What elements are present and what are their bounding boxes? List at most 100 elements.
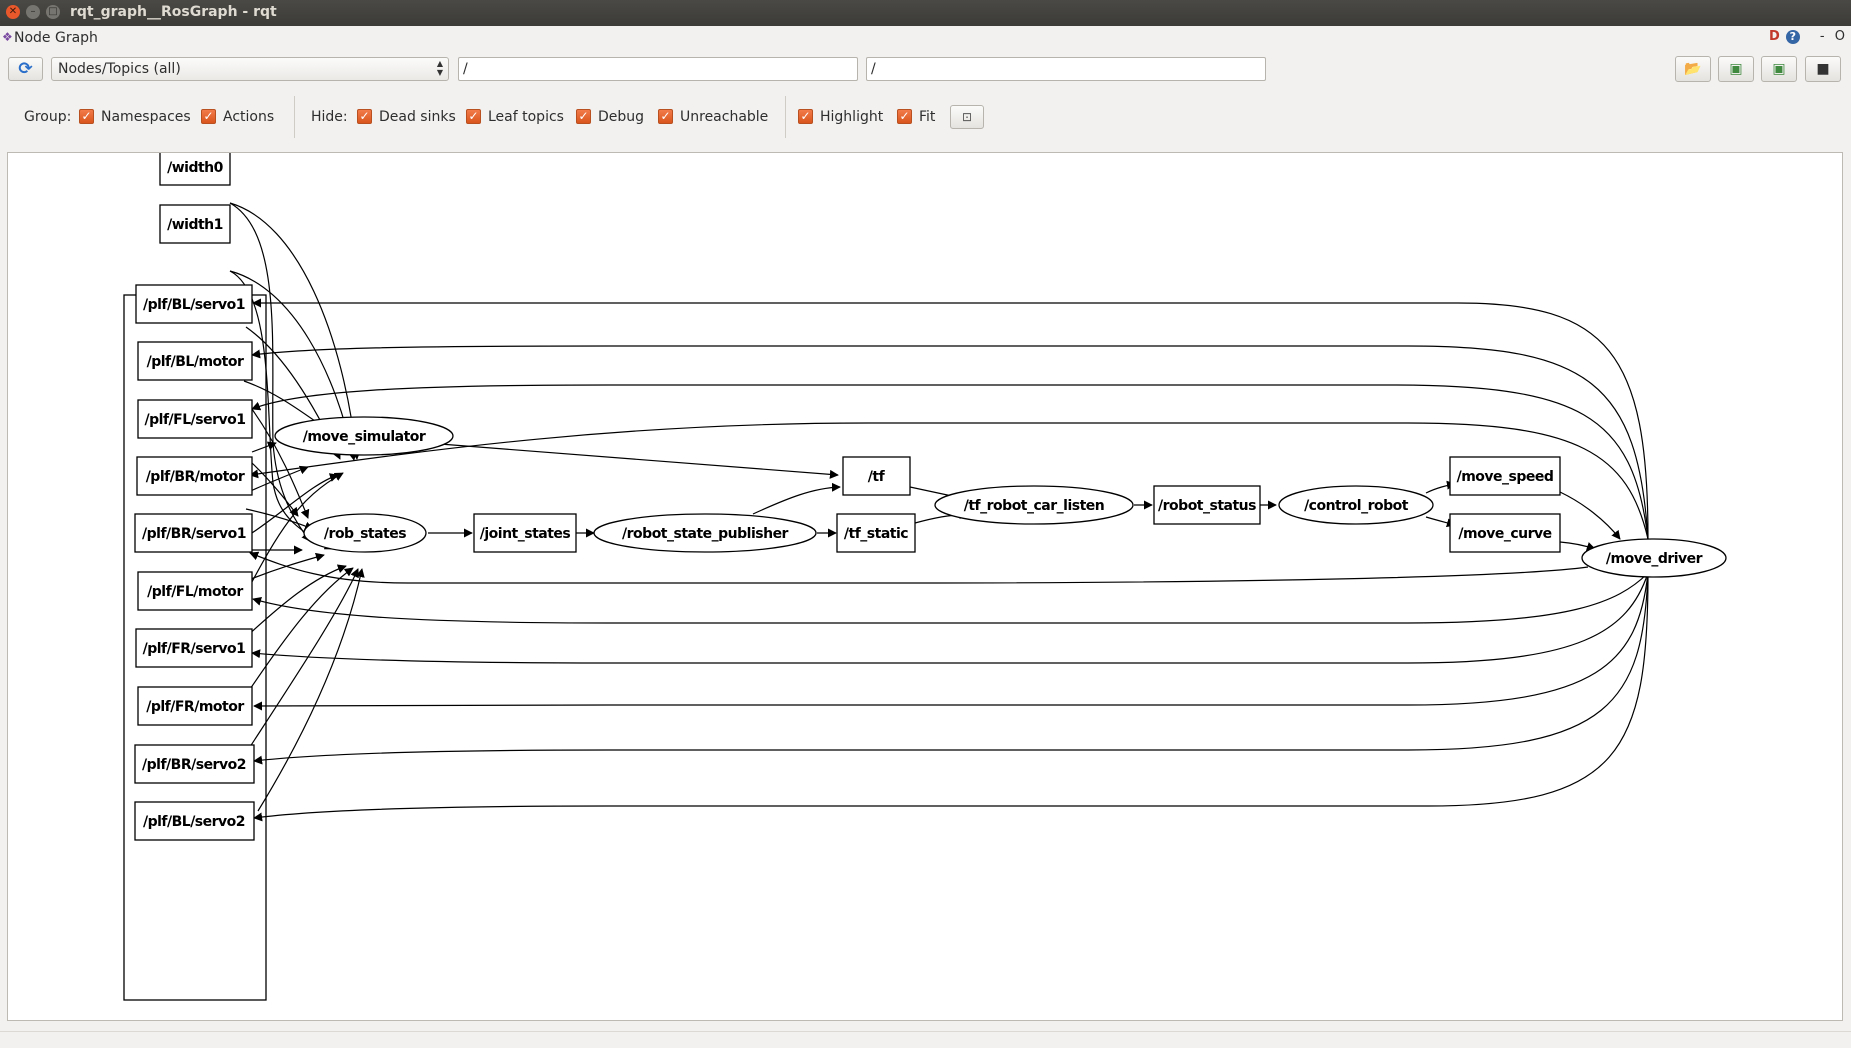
topic-node[interactable] [137,571,253,611]
topic-label: /tf [868,469,886,485]
edge [253,572,1649,765]
topic-label: /plf/FL/servo1 [145,412,246,428]
window-close-button[interactable]: ✕ [6,5,20,19]
save-svg-button[interactable]: ▣ [1761,56,1797,82]
topic-node[interactable] [134,513,253,553]
refresh-icon: ⟳ [18,59,33,79]
fit-checkbox[interactable]: ✓ [897,109,912,124]
topic-node[interactable] [1449,513,1561,553]
combo-arrows-icon: ▲▼ [436,59,443,77]
refresh-button[interactable]: ⟳ [8,57,43,81]
save-image-button[interactable]: ■ [1805,56,1841,82]
topic-label: /plf/BL/servo1 [143,297,245,313]
process-label: /move_simulator [303,429,426,445]
dock-d-icon[interactable]: D [1768,29,1780,44]
window-titlebar: ✕ – □ rqt_graph__RosGraph - rqt [0,0,1851,26]
edge [1559,491,1621,540]
graph-svg[interactable]: plf [8,153,1843,1021]
namespaces-checkbox[interactable]: ✓ [79,109,94,124]
dead-sinks-checkbox[interactable]: ✓ [357,109,372,124]
namespaces-label: Namespaces [101,109,191,125]
actions-label: Actions [223,109,275,125]
topic-node[interactable] [134,744,255,784]
process-node[interactable] [274,416,454,456]
save-dot-button[interactable]: ▣ [1718,56,1754,82]
process-label: /tf_robot_car_listen [964,498,1105,514]
process-label: /control_robot [1304,498,1409,514]
window-title: rqt_graph__RosGraph - rqt [70,4,277,20]
topic-node[interactable] [135,628,253,668]
topic-label: /plf/BL/servo2 [143,814,245,830]
edge [252,572,1649,624]
highlight-checkbox[interactable]: ✓ [798,109,813,124]
edge [251,572,1649,664]
actions-checkbox[interactable]: ✓ [201,109,216,124]
plugin-header: ❖ Node Graph D? - O [0,26,1851,52]
plugin-minimize-button[interactable]: - [1819,29,1825,44]
edge [251,441,277,453]
plugin-title: Node Graph [14,30,98,46]
topic-node[interactable] [1153,485,1261,525]
edge [245,564,347,638]
process-node[interactable] [1278,485,1434,525]
edge [252,298,1649,540]
topic-label: /joint_states [480,526,571,542]
unreachable-checkbox[interactable]: ✓ [658,109,673,124]
topic-node[interactable] [134,801,255,841]
plugin-close-button[interactable]: O [1834,29,1845,44]
topic-node[interactable] [1449,456,1561,496]
save-svg-icon: ▣ [1772,61,1786,77]
edge [251,462,299,517]
plugin-graph-icon: ❖ [2,30,13,44]
process-node[interactable] [593,513,817,553]
edge [251,384,1649,540]
topic-label: /tf_static [844,526,908,542]
edge [249,422,1649,540]
topic-node[interactable] [836,513,916,553]
edge [1559,541,1596,551]
topic-node[interactable] [159,153,231,186]
topic-node[interactable] [136,456,253,496]
process-node[interactable] [934,485,1134,525]
process-node[interactable] [1581,538,1727,578]
process-node[interactable] [303,513,427,553]
topic-node[interactable] [159,204,231,244]
screenshot-icon: ■ [1816,61,1830,77]
window-maximize-button[interactable]: □ [46,5,60,19]
graph-edges [229,202,1649,822]
dead-sinks-label: Dead sinks [379,109,456,125]
topic-node[interactable] [137,399,253,439]
folder-icon: 📂 [1684,61,1702,77]
graph-canvas[interactable]: plf [7,152,1843,1021]
highlight-label: Highlight [820,109,884,125]
topic-node[interactable] [842,456,911,496]
process-label: /robot_state_publisher [622,526,789,542]
fit-in-view-button[interactable]: ⊡ [950,105,984,129]
debug-checkbox[interactable]: ✓ [576,109,591,124]
load-dot-button[interactable]: 📂 [1675,56,1711,82]
options-separator [785,96,786,138]
debug-label: Debug [598,109,645,125]
process-label: /rob_states [324,526,406,542]
topic-label: /plf/FL/motor [147,584,243,600]
edge [251,345,1649,540]
topic-filter-input[interactable]: / [866,57,1266,81]
topic-label: /width0 [167,160,224,176]
help-icon[interactable]: ? [1785,30,1800,44]
topic-label: /plf/FR/servo1 [143,641,246,657]
topic-node[interactable] [137,686,253,726]
topic-node[interactable] [473,513,577,553]
graph-type-combobox[interactable]: Nodes/Topics (all) ▲▼ [51,57,449,81]
leaf-topics-label: Leaf topics [488,109,564,125]
edge [253,572,1649,711]
process-label: /move_driver [1606,551,1703,567]
topic-filter-value: / [871,61,876,77]
node-filter-input[interactable]: / [458,57,858,81]
leaf-topics-checkbox[interactable]: ✓ [466,109,481,124]
window-minimize-button[interactable]: – [26,5,40,19]
topic-node[interactable] [137,341,253,381]
topic-label: /move_curve [1458,526,1551,542]
topic-node[interactable] [135,284,253,324]
topic-label: /plf/BR/servo1 [142,526,246,542]
edge [229,202,361,460]
